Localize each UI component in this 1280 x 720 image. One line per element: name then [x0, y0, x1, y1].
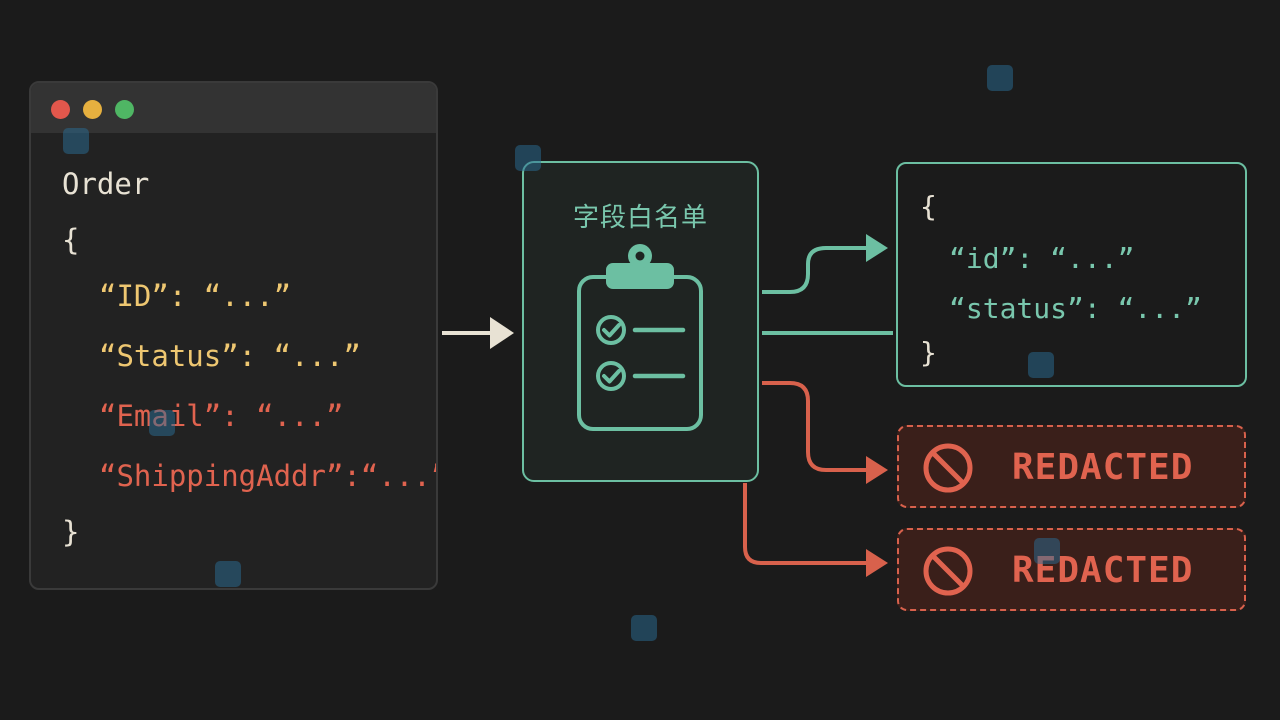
watermark	[1034, 538, 1060, 564]
field-shipping-addr: “ShippingAddr”:“...”	[99, 459, 438, 493]
window-titlebar	[31, 83, 436, 133]
output-field-id: “id”: “...”	[949, 242, 1135, 275]
field-status: “Status”: “...”	[99, 339, 361, 373]
redacted-box-shipping-addr: REDACTED	[897, 528, 1246, 611]
clipboard-checklist-icon	[577, 244, 703, 431]
watermark-logo-icon	[63, 128, 89, 154]
close-brace: }	[62, 515, 80, 549]
source-object-window: Order { “ID”: “...” “Status”: “...” “Ema…	[29, 81, 438, 590]
output-open-brace: {	[920, 190, 937, 223]
prohibited-icon	[923, 443, 973, 493]
maximize-dot-icon	[115, 100, 134, 119]
prohibited-icon	[923, 546, 973, 596]
redacted-box-email: REDACTED	[897, 425, 1246, 508]
watermark-logo-icon	[215, 561, 241, 587]
close-dot-icon	[51, 100, 70, 119]
watermark-logo-icon	[987, 65, 1013, 91]
field-whitelist-card: 字段白名单	[522, 161, 759, 482]
blocked-arrow-upper-icon	[762, 381, 888, 484]
open-brace: {	[62, 223, 80, 257]
output-field-status: “status”: “...”	[949, 292, 1202, 325]
watermark-logo-icon	[515, 145, 541, 171]
allowed-arrow-upper-icon	[762, 234, 888, 294]
watermark	[149, 410, 175, 436]
watermark	[1028, 352, 1054, 378]
watermark	[987, 65, 1013, 91]
watermark-logo-icon	[631, 615, 657, 641]
input-arrow-icon	[442, 317, 514, 349]
output-close-brace: }	[920, 336, 937, 369]
watermark-logo-icon	[1034, 538, 1060, 564]
field-email: “Email”: “...”	[99, 399, 344, 433]
watermark	[631, 615, 657, 641]
minimize-dot-icon	[83, 100, 102, 119]
field-id: “ID”: “...”	[99, 279, 292, 313]
watermark-logo-icon	[149, 410, 175, 436]
redacted-label: REDACTED	[1012, 447, 1194, 488]
watermark	[515, 145, 541, 171]
watermark-logo-icon	[1028, 352, 1054, 378]
whitelist-title: 字段白名单	[572, 203, 708, 233]
filtered-output-box: { “id”: “...” “status”: “...” }	[896, 162, 1247, 387]
watermark	[215, 561, 241, 587]
watermark	[63, 128, 89, 154]
blocked-arrow-lower-icon	[743, 483, 888, 577]
object-name: Order	[62, 167, 150, 201]
